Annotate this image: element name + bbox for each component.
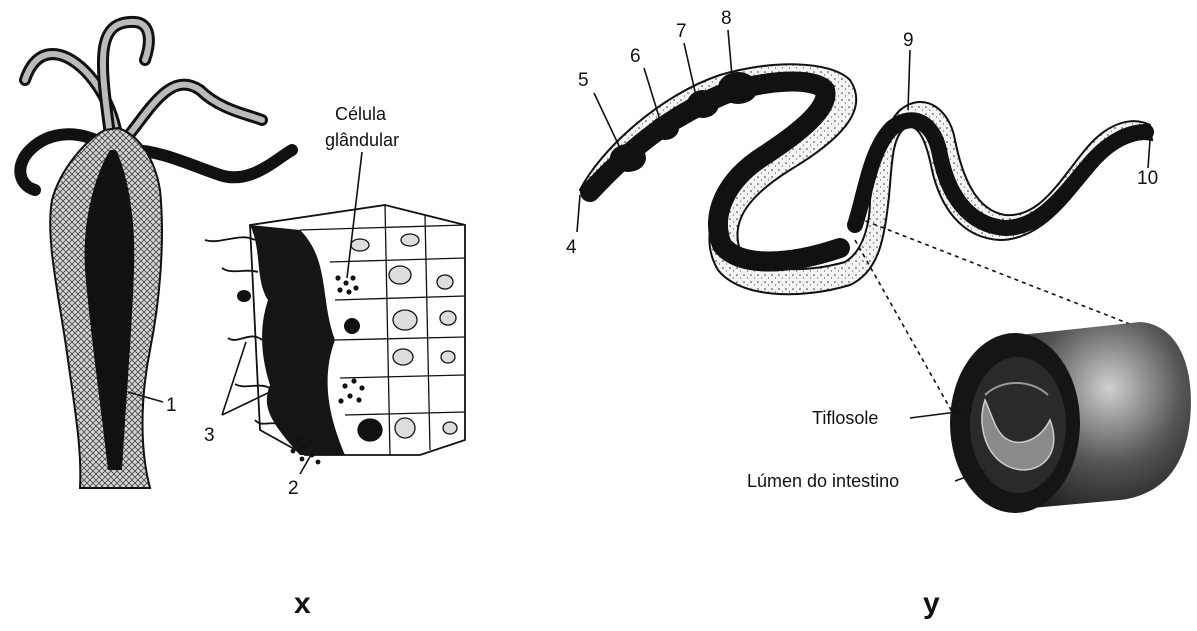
label-glandular-cell-line2: glândular [325,130,399,150]
intestine-cross-section [950,322,1191,513]
earthworm-figure: 4 5 6 7 8 9 10 [566,8,1158,294]
label-7: 7 [676,21,687,42]
label-lumen: Lúmen do intestino [747,471,899,491]
food-particle [237,290,251,302]
label-10: 10 [1137,168,1158,189]
tissue-block: Célula glândular 3 2 [204,104,465,499]
label-5-leader [594,93,620,148]
label-6: 6 [630,46,641,67]
label-typhlosole: Tiflosole [812,408,878,428]
label-9-leader [908,50,910,110]
label-9: 9 [903,30,914,51]
crop [687,90,719,118]
pharynx [610,144,646,172]
gizzard [718,72,758,104]
label-2: 2 [288,478,299,499]
label-4-leader [577,195,580,232]
label-8-leader [728,30,732,76]
hydra-tentacles [20,22,292,190]
label-1: 1 [166,395,177,416]
food-particle [344,318,360,334]
panel-label-x: x [294,587,311,620]
esophagus [651,116,679,140]
label-10-leader [1148,140,1150,168]
label-5: 5 [578,70,589,91]
panel-label-y: y [923,587,940,620]
label-glandular-cell-line1: Célula [335,104,387,124]
label-4: 4 [566,237,577,258]
label-3: 3 [204,425,215,446]
label-3-leader-a [222,342,246,415]
label-8: 8 [721,8,732,29]
